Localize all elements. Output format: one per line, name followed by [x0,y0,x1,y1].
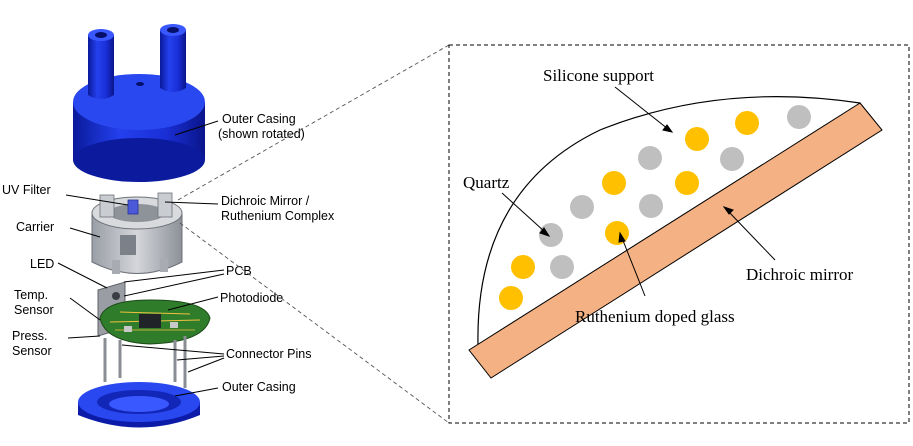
quartz-bead [550,255,574,279]
quartz-beads [539,105,811,279]
quartz-bead [639,194,663,218]
quartz-bead [787,105,811,129]
label-press: Press. [12,329,47,343]
detail-frame [448,44,910,424]
outer-casing-bottom [78,382,200,428]
label-carrier: Carrier [16,220,54,234]
label-dichroic-mirror: Dichroic Mirror / [221,194,310,208]
exploded-view: Outer Casing (shown rotated) UV Filter D… [2,24,335,428]
ruthenium-bead [499,286,523,310]
label-connector-pins: Connector Pins [226,347,311,361]
connector-pins [103,336,187,388]
quartz-bead [539,223,563,247]
ruthenium-bead [511,255,535,279]
label-temp-sensor: Sensor [14,303,54,317]
label-outer-casing-bottom: Outer Casing [222,380,296,394]
label-silicone-support: Silicone support [543,66,654,85]
pcb [99,299,211,345]
zoom-connector-lines [177,44,450,424]
quartz-bead [638,146,662,170]
label-ruthenium-complex: Ruthenium Complex [221,209,335,223]
carrier [91,192,183,274]
label-led: LED [30,257,54,271]
ruthenium-bead [675,171,699,195]
outer-casing-top [73,24,205,182]
label-shown-rotated: (shown rotated) [218,127,305,141]
left-labels: Outer Casing (shown rotated) UV Filter D… [2,112,335,394]
dichroic-mirror-strip [468,102,883,379]
label-photodiode: Photodiode [220,291,283,305]
quartz-bead [720,147,744,171]
ruthenium-bead [602,171,626,195]
ruthenium-beads [499,111,759,310]
ruthenium-bead [685,127,709,151]
label-outer-casing-top: Outer Casing [222,112,296,126]
label-press-sensor: Sensor [12,344,52,358]
label-dichroic-mirror-detail: Dichroic mirror [746,265,853,284]
label-ruthenium-doped-glass: Ruthenium doped glass [575,307,735,326]
label-temp: Temp. [14,288,48,302]
label-uv-filter: UV Filter [2,183,51,197]
label-pcb: PCB [226,264,252,278]
label-quartz: Quartz [463,173,510,192]
leader-lines [57,120,225,397]
ruthenium-bead [735,111,759,135]
detail-arrows [501,86,776,297]
detail-labels: Silicone support Quartz Dichroic mirror … [463,66,853,326]
detail-view: Silicone support Quartz Dichroic mirror … [448,44,910,424]
quartz-bead [570,195,594,219]
